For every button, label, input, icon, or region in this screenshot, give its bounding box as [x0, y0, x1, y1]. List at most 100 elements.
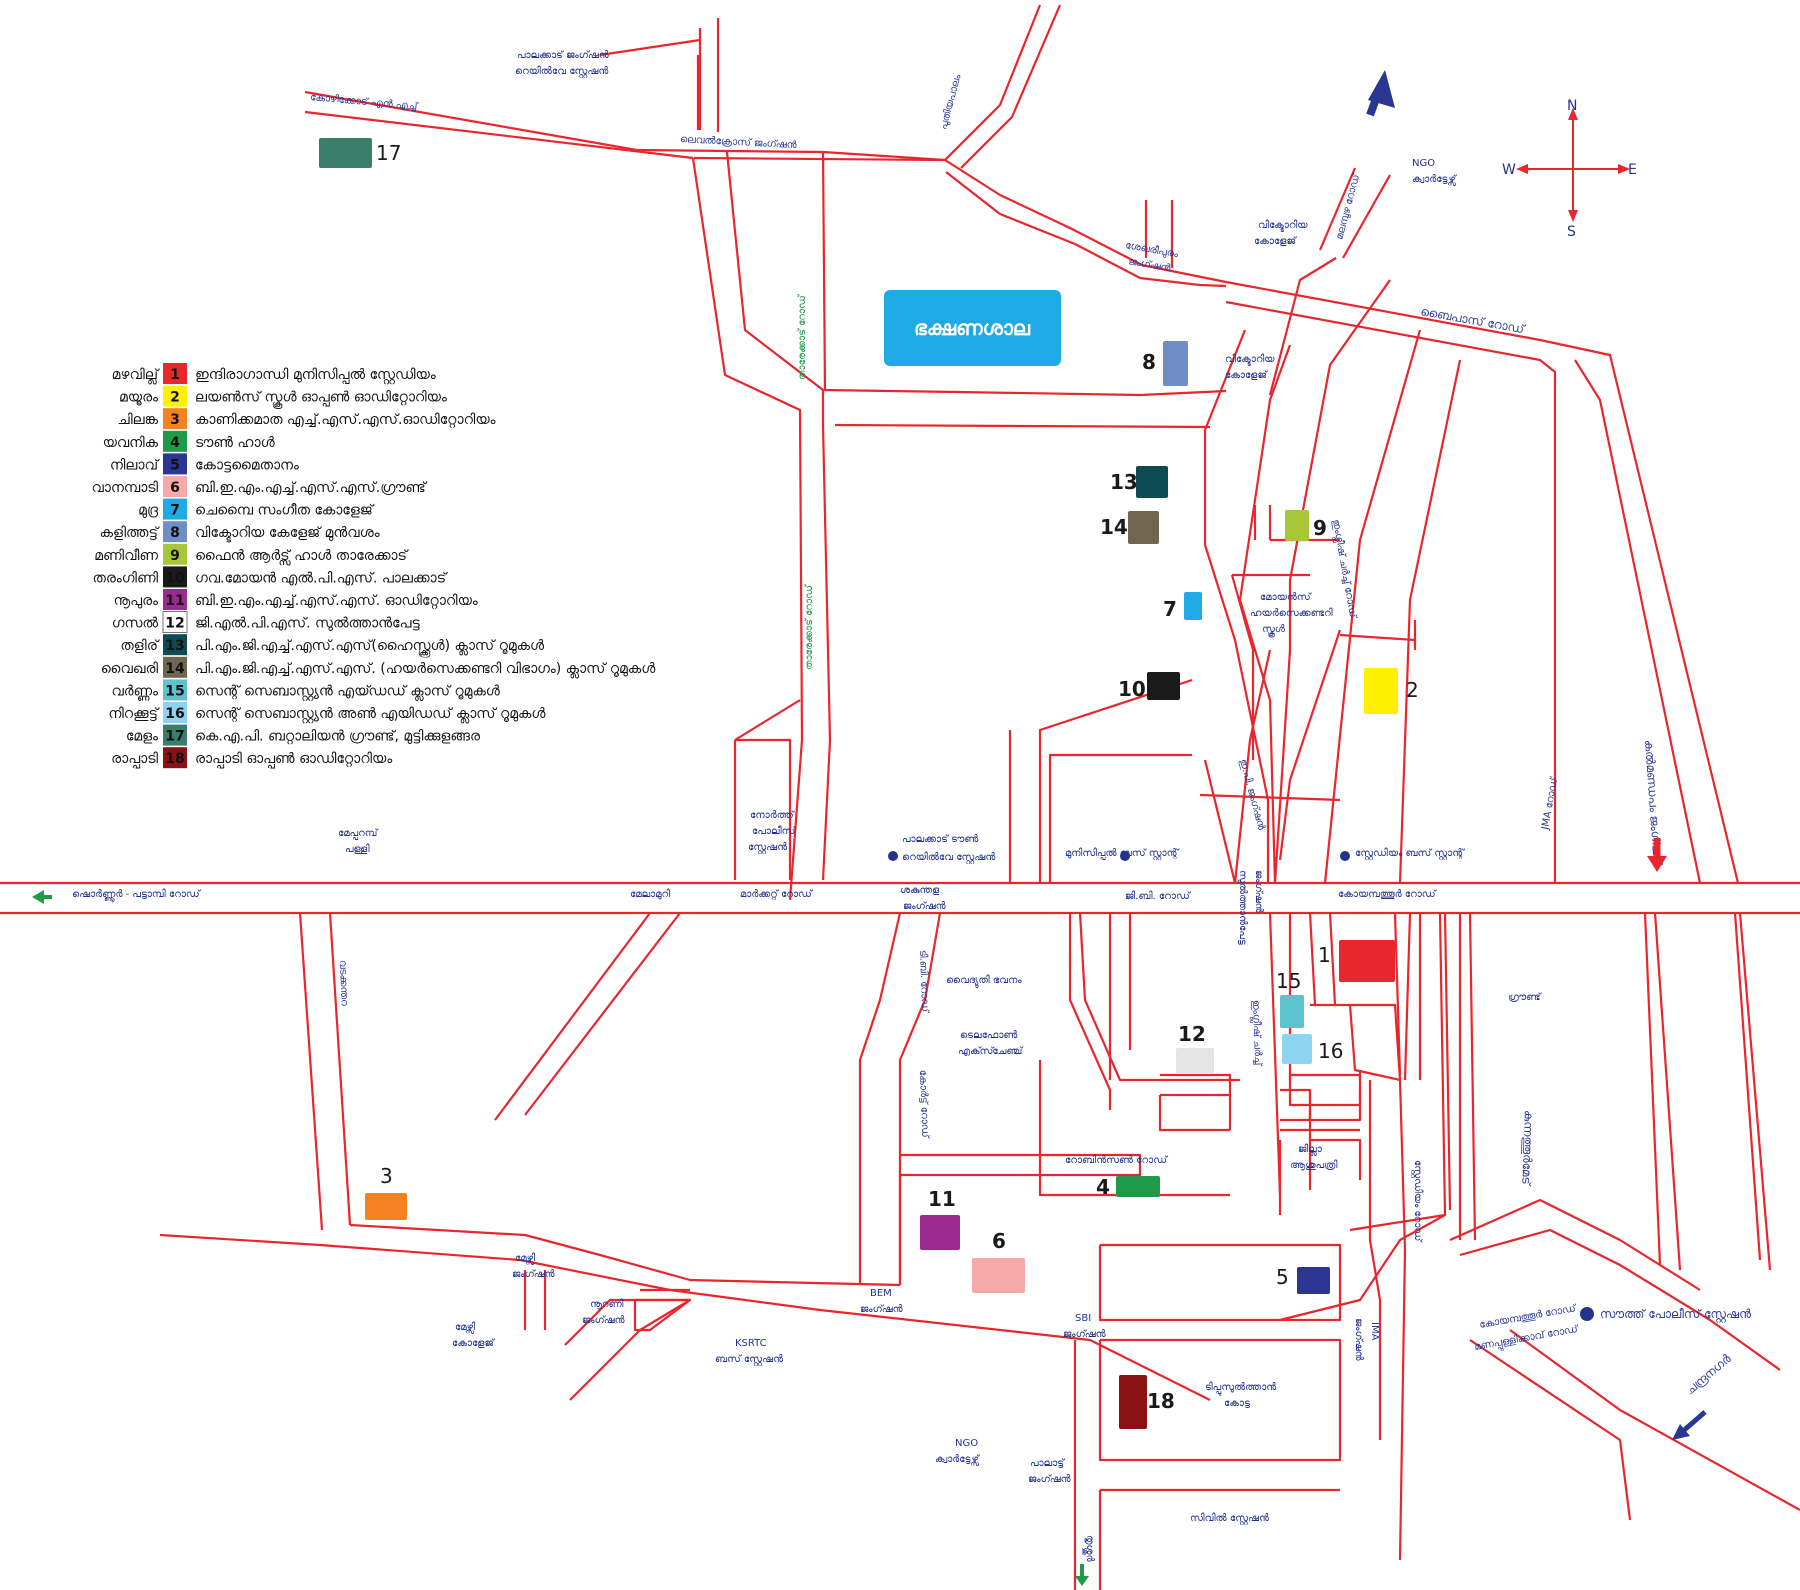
label-palat2: ജംഗ്ഷൻ — [1028, 1473, 1071, 1485]
label-telephone2: എക്സ്ചേഞ്ച് — [958, 1045, 1024, 1057]
venue-number: 17 — [376, 141, 401, 165]
venue-number: 7 — [1163, 597, 1177, 621]
label-noorani2: ജംഗ്ഷൻ — [582, 1314, 625, 1326]
label-telephone: ടെലഫോൺ — [960, 1030, 1017, 1041]
label-vydyuthi: വൈദ്യുതി ഭവനം — [946, 974, 1022, 988]
venue-box — [1176, 1048, 1214, 1073]
venue-marker-18: 18 — [1119, 1375, 1175, 1429]
venue-number: 14 — [1100, 515, 1128, 539]
label-palakkad-jn-rs: റെയിൽവേ സ്റ്റേഷൻ — [515, 65, 608, 79]
legend-code: 4 — [170, 435, 180, 451]
venue-box — [1184, 592, 1202, 620]
label-ground: ഗ്രൗണ്ട് — [1508, 991, 1543, 1003]
label-market-road: മാർക്കറ്റ് റോഡ് — [740, 888, 814, 901]
arrow-south-green — [1075, 1564, 1089, 1586]
label-court-road: കോർട്ട് റോഡ് — [917, 1070, 931, 1140]
south-police-dot — [1580, 1307, 1594, 1321]
venue-number: 9 — [1313, 516, 1327, 540]
legend-code: 3 — [170, 412, 180, 428]
label-ngo-bottom2: ക്വാർട്ടേഴ്സ് — [935, 1453, 981, 1466]
venue-marker-1: 1 — [1318, 940, 1395, 982]
label-stadium-bus: സ്റ്റേഡിയം ബസ് സ്റ്റാന്റ് — [1355, 847, 1466, 861]
venue-marker-9: 9 — [1285, 510, 1327, 541]
venue-box — [1280, 995, 1304, 1028]
arrow-sw-blue — [1672, 1410, 1707, 1440]
venue-box — [1136, 466, 1168, 498]
label-sultanpet: സുൽത്താൻപേട്ട — [1237, 870, 1248, 945]
label-civil-station: സിവിൽ സ്റ്റേഷൻ — [1190, 1512, 1269, 1526]
legend-code: 1 — [170, 367, 180, 383]
arrow-north-blue — [1366, 70, 1395, 117]
label-victoria-top2: കോളേജ് — [1254, 235, 1298, 247]
venue-box — [1339, 940, 1395, 982]
venue-box — [1147, 672, 1180, 700]
venue-box — [365, 1193, 407, 1220]
highway-labels: മേപ്പറമ്പ് പള്ളി നോർത്ത് പോലീസ് സ്റ്റേഷൻ… — [72, 809, 1466, 945]
label-melamuri: മേലാമുറി — [630, 888, 671, 900]
legend-venue: ടൗൺ ഹാൾ — [195, 435, 276, 451]
compass: N S W E — [1502, 98, 1637, 240]
legend-stage-name: നൂപുരം — [114, 593, 159, 609]
legend-code: 7 — [170, 503, 180, 519]
label-jma-road: JMA റോഡ് — [1539, 775, 1560, 832]
label-melparambu2: പള്ളി — [345, 843, 370, 855]
label-tipu-fort: ടിപ്പുസുൽത്താൻ — [1205, 1381, 1276, 1395]
venue-number: 8 — [1142, 350, 1156, 374]
legend-venue: രാപ്പാടി ഓപ്പൺ ഓഡിറ്റോറിയം — [195, 751, 392, 768]
venue-box — [920, 1215, 960, 1250]
label-jilla-hospital: ജില്ലാ — [1298, 1143, 1323, 1156]
legend-stage-name: രാപ്പാടി — [111, 751, 158, 768]
label-ngo-bottom: NGO — [955, 1438, 978, 1449]
arrow-west-green — [32, 890, 52, 904]
label-sultanpet2: ജംഗ്ഷൻ — [1253, 870, 1265, 913]
legend-venue: ലയൺസ് സ്കൂൾ ഓപ്പൺ ഓഡിറ്റോറിയം — [195, 390, 447, 410]
venue-number: 4 — [1096, 1175, 1110, 1199]
legend-venue: ബി.ഇ.എം.എച്ച്.എസ്.എസ്. ഓഡിറ്റോറിയം — [195, 593, 478, 610]
venue-marker-15: 15 — [1276, 969, 1304, 1028]
label-english-church: ഇംഗ്ലീഷ് ചർച്ച് — [1249, 1000, 1264, 1068]
label-sbi: SBI — [1075, 1313, 1091, 1324]
legend-stage-name: തരംഗിണി — [92, 570, 158, 586]
label-levelcross: ലെവൽക്രോസ് ജംഗ്ഷൻ — [680, 133, 797, 151]
venue-number: 11 — [928, 1187, 956, 1211]
label-sbi2: ജംഗ്ഷൻ — [1063, 1328, 1106, 1340]
venue-marker-17: 17 — [319, 138, 401, 168]
legend-swatch — [163, 408, 187, 430]
venue-marker-12: 12 — [1176, 1022, 1214, 1073]
venue-marker-4: 4 — [1096, 1175, 1160, 1199]
venue-marker-2: 2 — [1364, 668, 1419, 714]
venue-number: 10 — [1118, 677, 1146, 701]
venue-box — [1282, 1034, 1312, 1064]
legend-stage-name: വൈഖരി — [101, 661, 158, 677]
legend-swatch — [163, 566, 187, 588]
label-palat: പാലാട്ട് — [1030, 1457, 1066, 1469]
legend-swatch — [163, 747, 187, 769]
compass-s: S — [1567, 224, 1576, 240]
legend-code: 11 — [165, 593, 184, 609]
label-puthiyapalam: പുതിയപാലം — [937, 72, 963, 130]
venue-number: 16 — [1318, 1039, 1343, 1063]
legend-stage-name: ചിലങ്ക — [118, 412, 159, 428]
road-network — [0, 4, 1800, 1590]
venue-number: 15 — [1276, 969, 1301, 993]
legend-swatch — [163, 679, 187, 701]
label-moyans3: സ്കൂൾ — [1262, 624, 1286, 638]
bhakshanashala-label: ഭക്ഷണശാല — [914, 316, 1031, 340]
legend-stage-name: മുദ്ര — [138, 503, 159, 519]
legend-swatch — [163, 385, 187, 407]
legend-swatch — [163, 634, 187, 656]
arrow-south-red — [1647, 838, 1667, 872]
legend-swatch — [163, 589, 187, 610]
legend-stage-name: കളിത്തട്ട് — [100, 525, 160, 541]
